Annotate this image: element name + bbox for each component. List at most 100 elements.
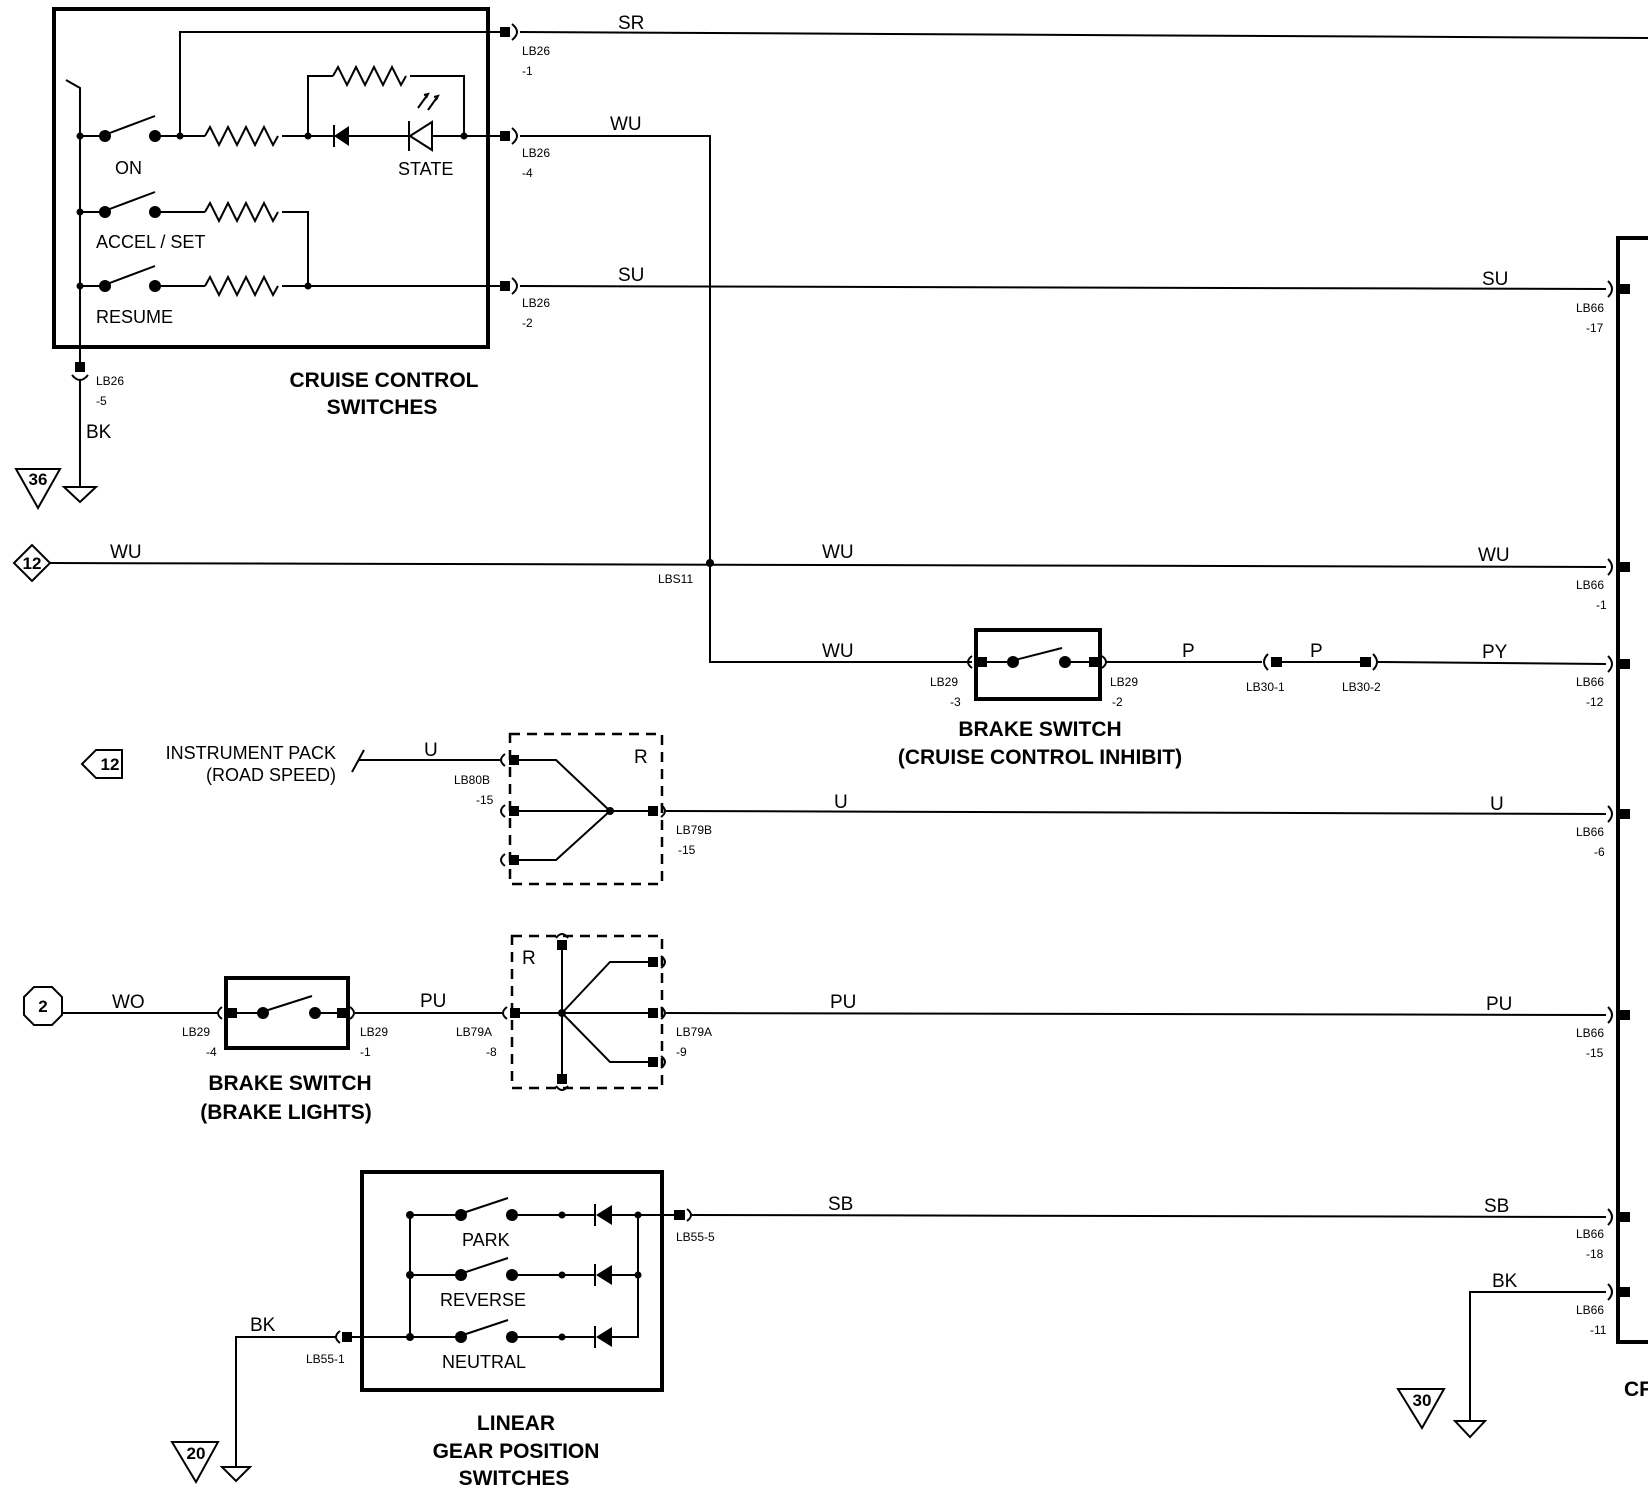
resume-resistor xyxy=(204,274,279,298)
svg-text:20: 20 xyxy=(187,1444,206,1463)
svg-text:-1: -1 xyxy=(1596,598,1607,612)
splice-lb79a: R LB79A-8 LB79A-9 xyxy=(456,933,712,1091)
svg-text:LB80B: LB80B xyxy=(454,773,490,787)
wire-pu-2 xyxy=(665,1012,1607,1016)
state-resistor xyxy=(332,64,407,88)
wire-wu-main: 12 WU WU WU LBS11 xyxy=(12,542,1607,586)
svg-text:-1: -1 xyxy=(522,64,533,78)
wire-label-pu-3: PU xyxy=(1486,994,1512,1015)
svg-text:LINEAR: LINEAR xyxy=(477,1412,555,1435)
svg-text:LB29: LB29 xyxy=(1110,675,1138,689)
on-resistor xyxy=(204,124,279,148)
neutral-diode-icon xyxy=(596,1327,612,1347)
svg-text:LB66: LB66 xyxy=(1576,675,1604,689)
svg-text:P: P xyxy=(1182,641,1195,662)
wire-label-wu-1: WU xyxy=(610,114,642,135)
svg-text:-12: -12 xyxy=(1586,695,1604,709)
ref-12b-icon xyxy=(80,749,123,779)
svg-text:NEUTRAL: NEUTRAL xyxy=(442,1352,526,1372)
wire-label-sb-2: SB xyxy=(1484,1196,1509,1217)
wire-su xyxy=(519,285,1607,290)
svg-text:U: U xyxy=(424,740,438,761)
svg-text:REVERSE: REVERSE xyxy=(440,1290,526,1310)
wire-label-bk-3: BK xyxy=(1492,1271,1518,1292)
wire-label-su-2: SU xyxy=(1482,269,1508,290)
wire-label-sb-1: SB xyxy=(828,1194,853,1215)
wire-py xyxy=(1377,661,1607,665)
svg-text:LB55-1: LB55-1 xyxy=(306,1352,345,1366)
svg-text:LB79A: LB79A xyxy=(676,1025,712,1039)
ground-20: BK LB55-1 20 xyxy=(170,1315,410,1485)
svg-text:LB29: LB29 xyxy=(930,675,958,689)
brake-switch-lights: LB29-4 LB29-1 BRAKE SWITCH (BRAKE LIGHTS… xyxy=(182,976,388,1124)
wire-wu-brake xyxy=(709,563,972,663)
svg-text:LB26: LB26 xyxy=(522,44,550,58)
svg-text:36: 36 xyxy=(29,470,48,489)
svg-text:-11: -11 xyxy=(1590,1323,1607,1337)
wire-wu-cruise xyxy=(520,135,711,563)
svg-text:-2: -2 xyxy=(1112,695,1123,709)
svg-text:30: 30 xyxy=(1413,1391,1432,1410)
svg-text:WU: WU xyxy=(822,542,854,563)
svg-text:(ROAD SPEED): (ROAD SPEED) xyxy=(206,765,336,785)
svg-text:LB66: LB66 xyxy=(1576,301,1604,315)
connector-lb55-5: LB55-5 xyxy=(674,1208,715,1244)
instrument-pack-ref: 12 INSTRUMENT PACK (ROAD SPEED) U xyxy=(80,740,500,785)
ground-ref-30-icon xyxy=(1396,1388,1446,1430)
cruise-title-2: SWITCHES xyxy=(327,396,438,419)
svg-text:(CRUISE CONTROL INHIBIT): (CRUISE CONTROL INHIBIT) xyxy=(898,746,1182,769)
svg-text:-4: -4 xyxy=(206,1045,217,1059)
wire-label-bk-1: BK xyxy=(86,422,112,443)
svg-text:-15: -15 xyxy=(476,793,494,807)
svg-text:CF: CF xyxy=(1624,1378,1648,1401)
ground-ref-20-icon xyxy=(170,1441,220,1485)
linear-gear-position-switches: PARK REVERSE NEUTRAL LINEAR GEAR POSITIO… xyxy=(360,1170,674,1488)
connector-lb26: LB26-1 LB26-4 LB26-2 xyxy=(500,23,550,330)
svg-text:-5: -5 xyxy=(96,394,107,408)
svg-text:R: R xyxy=(634,747,648,768)
svg-text:2: 2 xyxy=(38,997,47,1016)
svg-text:-18: -18 xyxy=(1586,1247,1604,1261)
svg-text:LB29: LB29 xyxy=(360,1025,388,1039)
svg-text:-2: -2 xyxy=(522,316,533,330)
ground-ref-36-icon xyxy=(14,468,62,511)
cruise-common-rail xyxy=(65,79,81,370)
svg-text:LB26: LB26 xyxy=(522,296,550,310)
wire-label-bk-2: BK xyxy=(250,1315,276,1336)
on-switch-contact xyxy=(99,130,111,142)
cruise-title-1: CRUISE CONTROL xyxy=(290,369,479,392)
svg-text:WU: WU xyxy=(1478,545,1510,566)
svg-text:WU: WU xyxy=(110,542,142,563)
svg-text:-15: -15 xyxy=(678,843,696,857)
wire-label-u-2: U xyxy=(834,792,848,813)
svg-text:LB66: LB66 xyxy=(1576,1303,1604,1317)
svg-text:R: R xyxy=(522,948,536,969)
ground-36: LB26-5 BK 36 xyxy=(14,362,124,511)
svg-text:-4: -4 xyxy=(522,166,533,180)
label-accel-set: ACCEL / SET xyxy=(96,232,205,252)
label-resume: RESUME xyxy=(96,307,173,327)
wire-p: P P LB30-1 LB30-2 xyxy=(1105,641,1381,694)
label-on: ON xyxy=(115,158,142,178)
svg-text:BRAKE SWITCH: BRAKE SWITCH xyxy=(208,1072,371,1095)
svg-text:12: 12 xyxy=(23,554,42,573)
svg-text:LB66: LB66 xyxy=(1576,1026,1604,1040)
svg-text:LB66: LB66 xyxy=(1576,578,1604,592)
accel-switch-blade xyxy=(106,191,156,211)
label-state: STATE xyxy=(398,159,453,179)
accel-resistor xyxy=(204,200,279,224)
svg-text:LB55-5: LB55-5 xyxy=(676,1230,715,1244)
wire-label-wo: WO xyxy=(112,992,145,1013)
resume-switch-blade xyxy=(106,265,156,285)
cruise-control-switches: ON ACCEL / SET RESUME STATE CRUISE CONTR… xyxy=(52,7,500,419)
svg-text:LB30-2: LB30-2 xyxy=(1342,680,1381,694)
svg-text:LB79B: LB79B xyxy=(676,823,712,837)
svg-text:-1: -1 xyxy=(360,1045,371,1059)
reverse-diode-icon xyxy=(596,1265,612,1285)
svg-text:SWITCHES: SWITCHES xyxy=(459,1467,570,1488)
svg-text:LB66: LB66 xyxy=(1576,1227,1604,1241)
svg-text:GEAR POSITION: GEAR POSITION xyxy=(433,1440,600,1463)
svg-text:P: P xyxy=(1310,641,1323,662)
svg-text:INSTRUMENT PACK: INSTRUMENT PACK xyxy=(166,743,336,763)
